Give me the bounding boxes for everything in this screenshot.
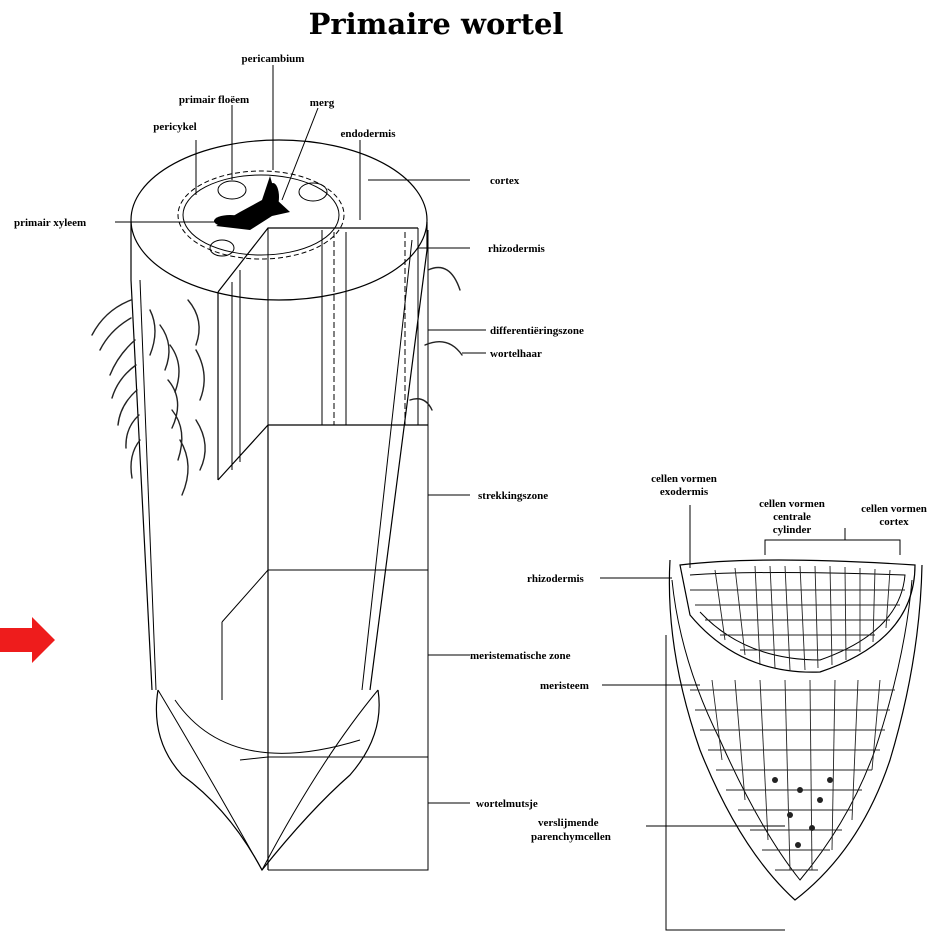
label-cortex-1: cellen vormen [861,503,927,515]
label-primair-floeem: primair floëem [179,94,249,106]
root-drawing [92,140,462,870]
diagram-title: Primaire wortel [309,7,564,41]
label-wortelmutsje: wortelmutsje [476,798,538,810]
label-meristeem: meristeem [540,680,589,692]
right-arrow-icon [0,617,55,663]
label-cortex-2: cortex [879,516,909,528]
label-pericambium: pericambium [242,53,305,65]
label-cylinder-3: cylinder [773,524,812,536]
label-detail-rhizodermis: rhizodermis [527,573,585,585]
label-endodermis: endodermis [341,128,397,140]
label-primair-xyleem: primair xyleem [14,217,86,229]
label-wortelhaar: wortelhaar [490,348,542,360]
label-pericykel: pericykel [153,121,196,133]
label-rhizodermis: rhizodermis [488,243,546,255]
label-verslijmende-2: parenchymcellen [531,831,611,843]
label-exodermis-2: exodermis [660,486,709,498]
label-verslijmende-1: verslijmende [538,817,599,829]
leader-lines [115,65,486,803]
label-cylinder-1: cellen vormen [759,498,825,510]
label-merg: merg [310,97,335,109]
label-exodermis-1: cellen vormen [651,473,717,485]
root-tip-detail [669,560,922,900]
label-strekkingszone: strekkingszone [478,490,548,502]
label-differentieringszone: differentiëringszone [490,325,584,337]
label-meristematische-zone: meristematische zone [470,650,571,662]
label-cortex: cortex [490,175,520,187]
detail-leader-lines [600,505,900,930]
label-cylinder-2: centrale [773,511,811,523]
